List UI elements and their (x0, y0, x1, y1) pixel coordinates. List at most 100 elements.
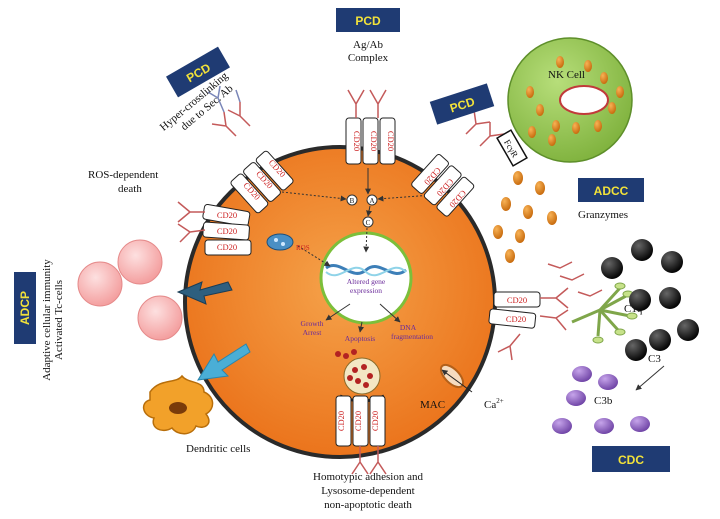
cd20-receptor (493, 291, 541, 308)
lysosome-granule (347, 375, 353, 381)
c3b-label: C3b (594, 395, 613, 407)
arrow-c-to-nucleus (363, 227, 370, 253)
node-a-label: A (369, 197, 374, 205)
ag-ab-line-1: Ag/Ab (353, 39, 383, 51)
nk-nucleus (559, 85, 609, 115)
adcc-badge (578, 178, 644, 202)
cd20-label: CD20 (370, 411, 380, 431)
arrow-a-to-c (366, 205, 373, 217)
ros-dot-1 (274, 238, 278, 242)
cd20-receptor (411, 154, 449, 194)
arrow-to-growth (325, 303, 351, 321)
c3-to-c3b-arrow (635, 365, 665, 391)
target-cell-1 (117, 239, 163, 285)
lysosome-granule (355, 378, 361, 384)
cd20-group-left: CD20 CD20 CD20 (202, 203, 252, 256)
node-a (366, 194, 378, 206)
homotypic-line-1: Homotypic adhesion and (313, 471, 423, 483)
cd20-label: CD20 (507, 295, 527, 305)
vesicle-granule (351, 349, 357, 355)
vesicle-granule (343, 353, 349, 359)
dendritic-label: Dendritic cells (186, 443, 250, 455)
dna-helix-icon (325, 264, 407, 275)
cd20-label: CD20 (353, 411, 363, 431)
homotypic-line-3: non-apoptotic death (324, 499, 412, 511)
arrow-to-apoptosis (358, 321, 365, 333)
nk-granules (526, 56, 624, 146)
lysosome-granule (352, 367, 358, 373)
cd20-label: CD20 (369, 131, 379, 151)
cd20-group-bottom: CD20 CD20 CD20 (335, 395, 386, 447)
node-c-label: C (366, 219, 371, 227)
adcp-arrow (176, 281, 233, 305)
node-b-label: B (350, 197, 355, 205)
cd20-label: CD20 (506, 314, 526, 324)
dna-helix-icon-2 (325, 266, 407, 277)
arrow-right-to-a (377, 193, 447, 202)
cd20-label: CD20 (217, 226, 237, 236)
cd20-receptor (255, 150, 294, 191)
adaptive-line-1: Adaptive cellular immunity (41, 259, 53, 381)
ros-vesicle (266, 233, 294, 251)
altered-gene-line-2: expression (350, 286, 382, 295)
cd20-receptor (243, 162, 281, 202)
ros-dot-2 (281, 242, 285, 246)
dna-fragmentation-line-1: DNA (400, 323, 417, 332)
cd20-group-left-top: CD20 CD20 CD20 (230, 150, 294, 214)
homotypic-line-2: Lysosome-dependent (321, 485, 414, 497)
nucleus (319, 231, 413, 325)
lysosome (343, 357, 381, 395)
apoptosis-label: Apoptosis (345, 334, 376, 343)
pcd-right-badge-group: PCD (429, 83, 495, 125)
adcp-badge-label: ADCP (18, 291, 32, 325)
adcc-badge-label: ADCC (594, 184, 629, 198)
fcgr-receptor: FcγR (496, 129, 528, 167)
granzymes-label: Granzymes (578, 209, 628, 221)
c1q-heads (592, 282, 638, 344)
cd20-receptor (204, 239, 252, 256)
cd20-receptor (488, 308, 537, 329)
cd20-label: CD20 (336, 411, 346, 431)
growth-arrest-line-1: Growth (301, 319, 324, 328)
c1q-complex (571, 286, 631, 337)
adcp-badge (14, 272, 36, 344)
cd20-receptor (362, 117, 379, 165)
arrow-left-to-b (281, 191, 347, 202)
cd20-receptor (436, 176, 475, 217)
mac-label: MAC (420, 399, 445, 411)
cd20-label: CD20 (217, 242, 237, 252)
lysosome-granule (367, 373, 373, 379)
pcd-top-badge (336, 8, 400, 32)
pcd-left-badge (166, 46, 230, 98)
calcium-label: Ca2+ (484, 397, 504, 411)
cdc-badge (592, 446, 670, 472)
lysosome-granule (363, 382, 369, 388)
cd20-label: CD20 (217, 210, 237, 220)
adaptive-line-2: Activated Tc-cells (53, 280, 65, 360)
antibodies (177, 89, 569, 475)
cd20-label: CD20 (386, 131, 396, 151)
ros-label: ROS (296, 244, 310, 252)
node-c (362, 216, 374, 228)
pcd-right-badge (429, 83, 495, 125)
lysosome-granule (361, 364, 367, 370)
c3-label: C3 (648, 353, 661, 365)
ag-ab-line-2: Complex (348, 52, 389, 64)
dc-arrow (197, 343, 251, 381)
altered-gene-line-1: Altered gene (347, 277, 386, 286)
dna-fragmentation-line-2: fragmentation (391, 332, 433, 341)
nk-cell-label: NK Cell (548, 69, 585, 81)
ros-death-line-1: ROS-dependent (88, 169, 158, 181)
free-antibodies (547, 261, 603, 297)
cd20-receptor (345, 117, 362, 165)
target-cell-2 (77, 261, 123, 307)
granzymes (493, 171, 557, 263)
mac-arrow (441, 369, 473, 393)
node-b (346, 194, 358, 206)
pcd-top-badge-label: PCD (355, 14, 381, 28)
vesicle-granule (335, 351, 341, 357)
c3-molecules (601, 239, 699, 361)
cdc-badge-label: CDC (618, 453, 644, 467)
